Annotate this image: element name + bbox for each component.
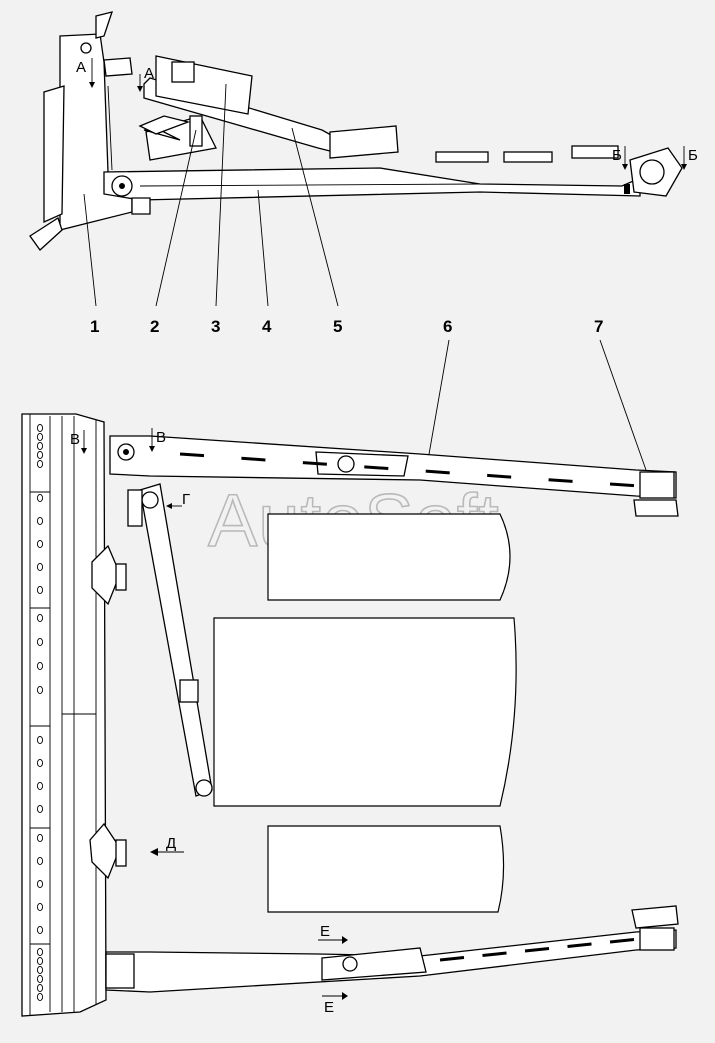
bolt-hole [36,735,44,745]
bolt-hole [36,879,44,889]
push-arm-upper [109,435,679,517]
bolt-hole [36,441,44,451]
push-beam-side [103,167,641,215]
bolt-hole [36,856,44,866]
beam-cleats [435,145,619,163]
callout-2: 2 [150,317,159,336]
bolt-hole [36,562,44,572]
arm-slot [609,937,635,944]
bolt-hole [36,804,44,814]
bolt-hole [36,459,44,469]
bolt-hole [36,781,44,791]
arm-slot [487,473,512,479]
bolt-hole [36,423,44,433]
callout-1: 1 [90,317,99,336]
callout-leaders-side [83,83,339,307]
section-label-g: Г [182,491,190,508]
arm-slot [425,469,450,475]
bolt-hole [36,516,44,526]
arm-slot [482,951,507,957]
arm-slot [439,955,465,962]
blade-plan [21,413,107,1017]
bolt-hole [36,493,44,503]
section-label-a: А [76,59,86,76]
bolt-hole [36,450,44,460]
section-label-b: Б [612,147,622,164]
section-label-b: Б [688,147,698,164]
bracket-side [138,115,399,161]
bolt-hole [36,585,44,595]
bolt-hole [36,925,44,935]
arm-slot [524,946,550,953]
section-label-e: Е [320,923,330,940]
side-view: А А Б Б 1 2 3 4 5 [29,11,698,336]
callout-3: 3 [211,317,220,336]
bolt-hole [36,983,44,993]
bolt-hole [36,432,44,442]
section-label-v: В [156,429,166,446]
callout-6: 6 [443,317,452,336]
bolt-hole [36,833,44,843]
plan-view: 6 7 [21,317,679,1017]
arm-slot [567,942,592,948]
bolt-hole [36,613,44,623]
arm-slot [609,482,635,488]
bolt-hole [36,758,44,768]
blade-bolt-holes [36,423,44,1002]
callout-4: 4 [262,317,272,336]
push-arm-lower [105,905,679,993]
bolt-hole [36,956,44,966]
arm-slot [179,452,205,458]
arm-slot [548,478,573,483]
bolt-hole [36,685,44,695]
callout-5: 5 [333,317,342,336]
bolt-hole [36,992,44,1002]
trunnion-side [624,147,683,197]
arm-slot [302,461,327,466]
blade-lugs [89,544,127,880]
section-label-a: А [144,65,154,82]
bolt-hole [36,661,44,671]
bolt-hole [36,902,44,912]
bolt-hole [36,637,44,647]
section-label-d: Д [166,835,176,852]
bolt-hole [36,947,44,957]
bolt-hole [36,974,44,984]
bolt-hole [36,539,44,549]
cover-panels [213,513,517,913]
section-label-v: В [70,431,80,448]
arm-slot [364,465,389,471]
diagonal-brace [127,483,213,797]
callout-7: 7 [594,317,603,336]
section-label-e: Е [324,999,334,1016]
bolt-hole [36,965,44,975]
section-markers-side: А А Б Б [76,58,698,170]
section-markers-plan: В В Г Д Е Е [70,428,348,1016]
arm-slot [241,456,266,462]
blade-side [29,11,133,251]
